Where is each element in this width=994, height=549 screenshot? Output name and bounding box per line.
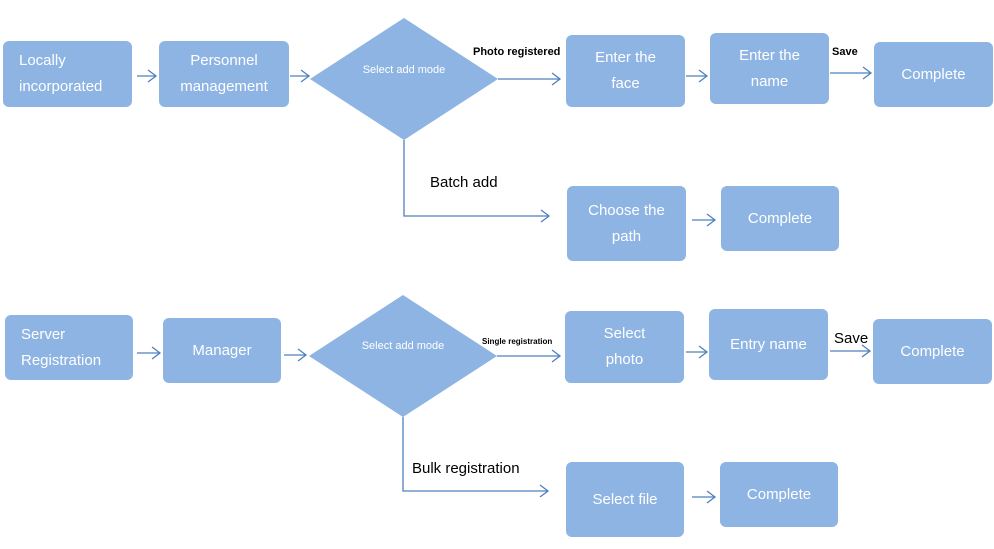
decision-1-line2: mode bbox=[417, 64, 446, 76]
node-entry-name: Entry name bbox=[709, 309, 828, 380]
node-choose-path-line1: Choose the bbox=[588, 201, 665, 219]
arrow-decision-to-file bbox=[402, 417, 550, 498]
arrow-manager-to-decision bbox=[284, 348, 308, 362]
node-complete-1: Complete bbox=[874, 42, 993, 107]
arrow-decision-to-path bbox=[403, 140, 551, 223]
node-locally-incorporated: Locally incorporated bbox=[3, 41, 132, 107]
node-select-photo: Select photo bbox=[565, 311, 684, 383]
node-manager-label: Manager bbox=[192, 341, 252, 359]
node-select-photo-line1: Select bbox=[603, 325, 646, 342]
node-complete-3-label: Complete bbox=[900, 342, 965, 360]
node-enter-name-line1: Enter the bbox=[739, 46, 800, 64]
node-personnel-management-line1: Personnel bbox=[190, 52, 258, 69]
node-server-registration: Server Registration bbox=[5, 315, 133, 380]
edge-label-save-2: Save bbox=[834, 330, 869, 347]
arrow-decision-to-photo bbox=[497, 349, 562, 363]
node-enter-name: Enter the name bbox=[710, 33, 829, 104]
node-server-registration-line1: Server bbox=[21, 325, 66, 343]
node-complete-4: Complete bbox=[720, 462, 838, 527]
edge-label-save-1: Save bbox=[832, 46, 858, 58]
edge-label-batch-add: Batch add bbox=[430, 174, 498, 191]
node-choose-path-line2: path bbox=[611, 227, 642, 245]
node-manager: Manager bbox=[163, 318, 281, 383]
arrow-photo-to-entry bbox=[686, 345, 709, 359]
node-entry-name-label: Entry name bbox=[730, 335, 807, 353]
node-select-file: Select file bbox=[566, 462, 684, 537]
node-personnel-management-line2: management bbox=[180, 78, 268, 95]
node-enter-name-line2: name bbox=[750, 72, 789, 90]
arrow-path-to-complete bbox=[692, 213, 717, 227]
edge-label-single-registration: Single registration bbox=[482, 337, 553, 346]
decision-1-label: Select add mode bbox=[354, 57, 454, 83]
node-locally-incorporated-line2: incorporated bbox=[19, 78, 103, 95]
node-complete-3: Complete bbox=[873, 319, 992, 384]
node-complete-2: Complete bbox=[721, 186, 839, 251]
node-locally-incorporated-line1: Locally bbox=[19, 52, 66, 69]
node-complete-1-label: Complete bbox=[901, 65, 966, 83]
node-personnel-management: Personnel management bbox=[159, 41, 289, 107]
edge-label-photo-registered: Photo registered bbox=[473, 46, 561, 58]
decision-diamond-1 bbox=[310, 18, 498, 140]
edge-label-bulk-registration: Bulk registration bbox=[412, 460, 520, 477]
decision-diamond-2 bbox=[309, 295, 497, 417]
node-choose-path: Choose the path bbox=[567, 186, 686, 261]
decision-2-line2: mode bbox=[416, 340, 445, 352]
arrow-decision-to-face bbox=[498, 72, 562, 86]
decision-2-label: Select add mode bbox=[353, 333, 453, 359]
node-enter-face-line1: Enter the bbox=[595, 49, 656, 66]
node-enter-face-line2: face bbox=[611, 75, 640, 92]
arrow-server-to-manager bbox=[137, 346, 162, 360]
arrow-start-to-personnel bbox=[137, 69, 158, 83]
arrow-name-to-complete bbox=[830, 66, 873, 80]
node-complete-2-label: Complete bbox=[747, 209, 813, 227]
decision-1-line1: Select add bbox=[362, 64, 415, 76]
node-enter-face: Enter the face bbox=[566, 35, 685, 107]
node-server-registration-line2: Registration bbox=[21, 351, 102, 369]
arrow-file-to-complete bbox=[692, 490, 717, 504]
arrow-face-to-name bbox=[686, 69, 709, 83]
arrow-personnel-to-decision bbox=[290, 69, 311, 83]
node-complete-4-label: Complete bbox=[746, 485, 812, 503]
decision-2-line1: Select add bbox=[361, 340, 414, 352]
node-select-file-label: Select file bbox=[592, 490, 658, 508]
arrow-entry-to-complete bbox=[830, 344, 872, 358]
node-select-photo-line2: photo bbox=[605, 351, 644, 368]
